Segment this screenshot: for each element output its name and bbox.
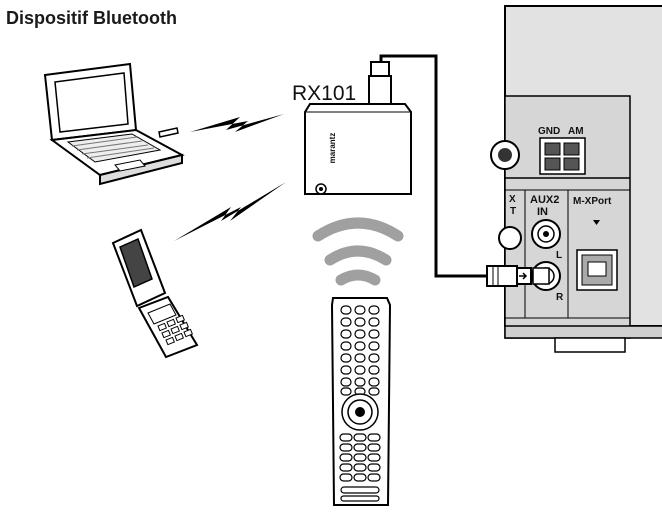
remote-dpad: [341, 393, 379, 431]
remote-button: [339, 473, 353, 482]
panel-stand: [554, 337, 626, 353]
phone-icon: [111, 228, 199, 359]
mini-plug: [486, 265, 532, 287]
remote-button: [340, 495, 380, 502]
remote-button: [340, 305, 352, 315]
partial-label-bottom: T: [510, 206, 516, 217]
remote-button: [367, 453, 381, 462]
right-channel-label: R: [556, 292, 564, 303]
remote-button: [354, 341, 366, 351]
remote-button: [353, 473, 367, 482]
rx101-receiver: marantz: [304, 61, 412, 195]
page-title: Dispositif Bluetooth: [6, 8, 177, 28]
remote-button: [340, 317, 352, 327]
remote-button: [340, 341, 352, 351]
aux2-label: AUX2: [530, 194, 559, 206]
aux2-jack-left: [531, 219, 561, 249]
wireless-signal-laptop: [190, 114, 284, 132]
remote-button: [353, 433, 367, 442]
gnd-label: GND: [538, 126, 560, 137]
remote-button: [367, 463, 381, 472]
remote-button: [339, 463, 353, 472]
remote-button: [368, 329, 380, 339]
audio-cable: [379, 54, 496, 278]
mxport-connector: [576, 249, 618, 291]
remote-button: [353, 453, 367, 462]
remote-button: [340, 486, 380, 494]
remote-button: [340, 387, 352, 396]
partial-label-top: X: [509, 194, 516, 205]
remote-button: [354, 377, 366, 387]
remote-button: [340, 353, 352, 363]
antenna-terminal: [539, 137, 586, 175]
remote-button: [340, 329, 352, 339]
remote-button: [368, 377, 380, 387]
left-channel-label: L: [556, 250, 562, 261]
remote-button: [339, 433, 353, 442]
remote-button: [340, 377, 352, 387]
remote-button: [368, 387, 380, 396]
remote-button: [354, 329, 366, 339]
remote-button: [354, 353, 366, 363]
remote-button: [354, 365, 366, 375]
remote-button: [368, 305, 380, 315]
mxport-label: M-XPort: [573, 196, 612, 207]
remote-signal-waves: [312, 217, 404, 286]
remote-button: [368, 317, 380, 327]
remote-button: [354, 317, 366, 327]
am-label: AM: [568, 126, 584, 137]
remote-button: [367, 473, 381, 482]
remote-button: [368, 365, 380, 375]
wireless-signal-phone: [174, 182, 286, 241]
rear-panel: GND AM X T AUX2 IN L R M-XPort: [490, 5, 662, 353]
device-label: RX101: [292, 82, 356, 105]
remote-button: [354, 305, 366, 315]
remote-button: [353, 463, 367, 472]
remote-button: [353, 443, 367, 452]
remote-button: [367, 433, 381, 442]
remote-button: [339, 453, 353, 462]
remote-button: [368, 341, 380, 351]
remote-button: [368, 353, 380, 363]
panel-foot: [504, 325, 662, 339]
laptop-icon: [43, 62, 185, 186]
remote-button: [340, 365, 352, 375]
remote-control-icon: [330, 297, 392, 506]
brand-logo: marantz: [328, 133, 337, 164]
in-label: IN: [537, 206, 548, 218]
remote-button: [367, 443, 381, 452]
remote-button: [339, 443, 353, 452]
